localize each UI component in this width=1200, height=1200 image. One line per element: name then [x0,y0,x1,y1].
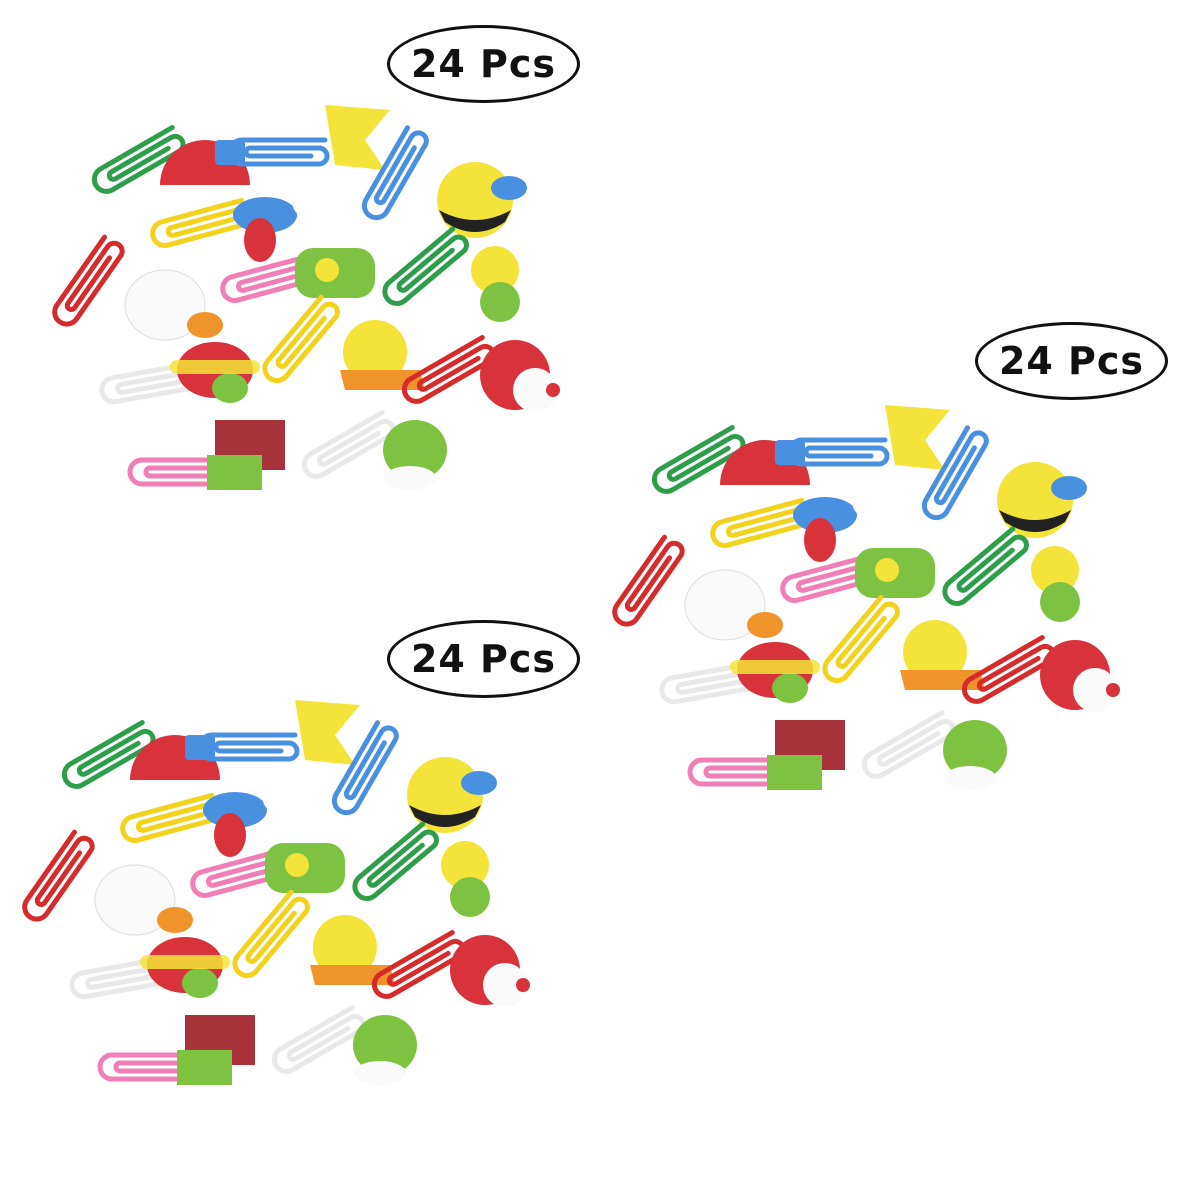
paperclips-illustration [52,105,560,490]
quantity-text: 24 Pcs [410,42,557,86]
paperclip-set-3 [22,690,530,1110]
butterfly-yellow-clip-icon [787,405,950,470]
mushroom-clip-icon [91,125,250,194]
snail-clip-icon [262,294,425,390]
paperclips-illustration [22,700,530,1085]
mushroom-clip-icon [61,720,220,789]
turtle-clip-icon [301,410,447,490]
butterfly-yellow-clip-icon [227,105,390,170]
paperclip-set-2 [612,395,1120,815]
butterfly-red-clip-icon [120,790,283,857]
paperclip-set-1 [52,95,560,515]
frog-clip-icon [220,248,375,303]
turtle-clip-icon [861,710,1007,790]
frog-clip-icon [780,548,935,603]
house-clip-icon [687,720,845,790]
butterfly-red-clip-icon [710,495,873,562]
duck-clip-icon [22,829,193,936]
quantity-text: 24 Pcs [998,339,1145,383]
house-clip-icon [127,420,285,490]
snail-clip-icon [822,594,985,690]
ladybug-clip-icon [69,937,230,1000]
turtle-clip-icon [271,1005,417,1085]
duck-clip-icon [612,534,783,641]
butterfly-small-clip-icon [942,526,1080,622]
bee-clip-icon [921,425,1087,538]
mushroom-clip-icon [651,425,810,494]
hedgehog-clip-icon [371,930,530,1007]
frog-clip-icon [190,843,345,898]
ladybug-clip-icon [99,342,260,405]
quantity-badge-top: 24 Pcs [387,25,580,103]
quantity-badge-middle: 24 Pcs [387,620,580,698]
ladybug-clip-icon [659,642,820,705]
hedgehog-clip-icon [401,335,560,412]
bee-clip-icon [361,125,527,238]
butterfly-small-clip-icon [382,226,520,322]
butterfly-yellow-clip-icon [197,700,360,765]
butterfly-small-clip-icon [352,821,490,917]
duck-clip-icon [52,234,223,341]
hedgehog-clip-icon [961,635,1120,712]
snail-clip-icon [232,889,395,985]
butterfly-red-clip-icon [150,195,313,262]
quantity-badge-right: 24 Pcs [975,322,1168,400]
house-clip-icon [97,1015,255,1085]
bee-clip-icon [331,720,497,833]
quantity-text: 24 Pcs [410,637,557,681]
paperclips-illustration [612,405,1120,790]
